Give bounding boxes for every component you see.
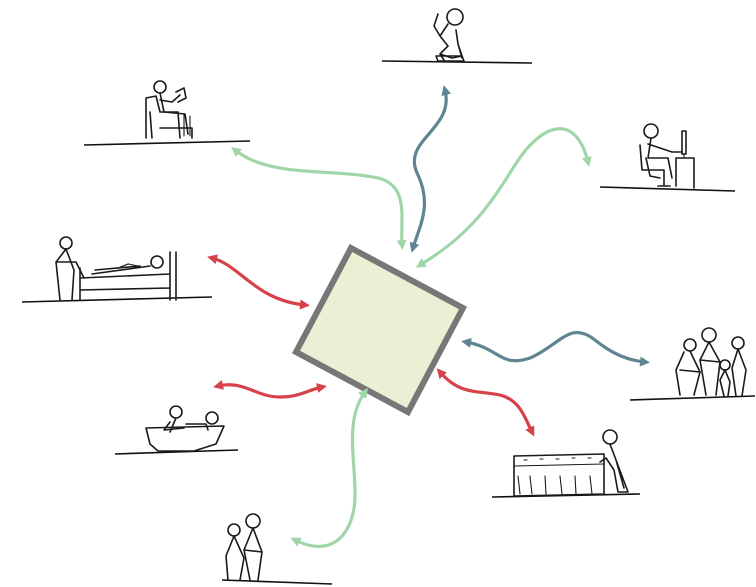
arrow-bathtub <box>218 385 322 397</box>
scene-walking-supported <box>222 514 332 584</box>
arrow-armchair <box>235 150 402 245</box>
arrow-kneeling <box>413 90 446 248</box>
scene-bed-caregiver <box>22 237 212 302</box>
scene-bathtub <box>115 406 238 454</box>
arrow-bed <box>212 258 305 305</box>
scene-armchair-reading <box>84 81 250 145</box>
arrow-computer <box>420 129 588 265</box>
arrow-making-bed <box>440 372 532 432</box>
arrow-walking <box>295 392 365 546</box>
arrow-group <box>466 333 645 362</box>
scene-group-standing <box>630 328 755 400</box>
scene-making-bed <box>492 430 640 497</box>
scene-kneeling-chair <box>382 9 532 63</box>
scene-computer-desk <box>600 124 735 191</box>
